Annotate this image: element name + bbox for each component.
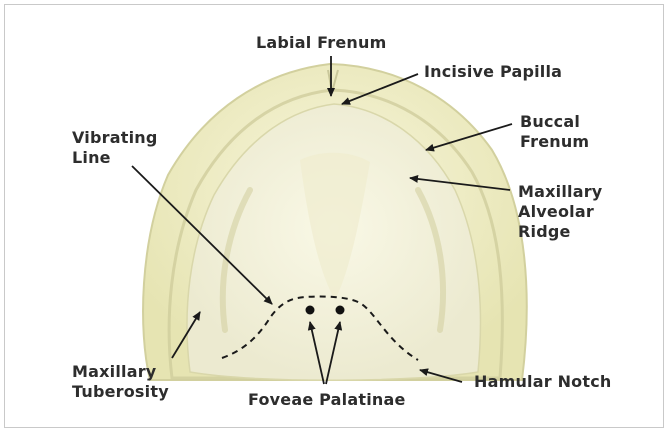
label-incisive-papilla: Incisive Papilla (424, 62, 562, 82)
fovea-palatina-right-dot (336, 306, 345, 315)
label-maxillary-tuberosity: Maxillary Tuberosity (72, 362, 169, 402)
label-hamular-notch: Hamular Notch (474, 372, 612, 392)
label-labial-frenum: Labial Frenum (256, 33, 386, 53)
label-maxillary-alveolar-ridge: Maxillary Alveolar Ridge (518, 182, 602, 242)
label-buccal-frenum: Buccal Frenum (520, 112, 589, 152)
fovea-palatina-left-dot (306, 306, 315, 315)
label-foveae-palatinae: Foveae Palatinae (248, 390, 406, 410)
label-vibrating-line: Vibrating Line (72, 128, 158, 168)
